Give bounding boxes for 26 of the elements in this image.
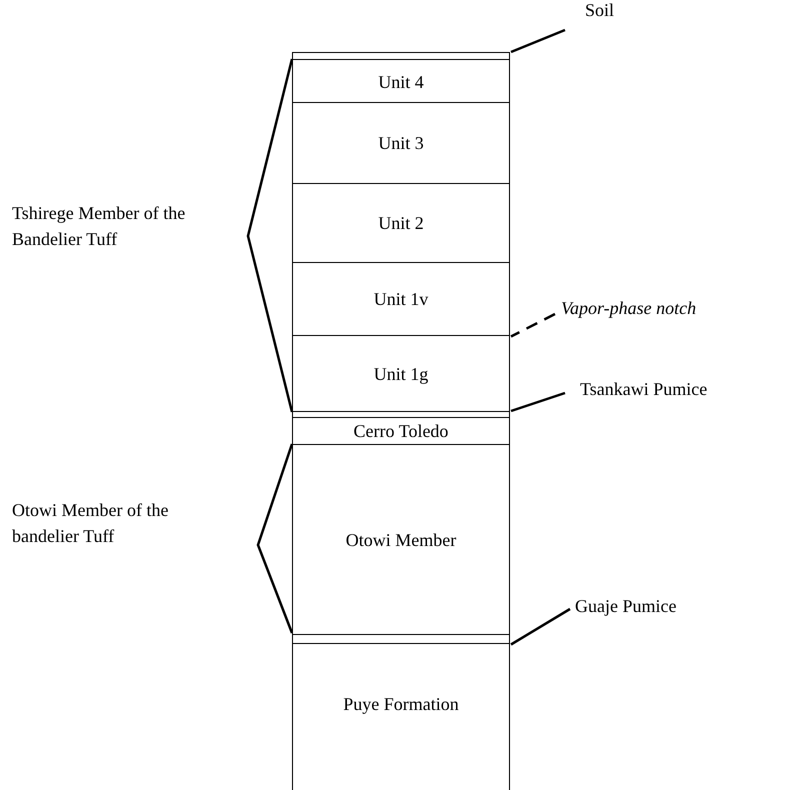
rock-layer [292,262,510,336]
layer-name: Unit 2 [378,213,424,234]
layer-callout-text: Vapor-phase notch [561,298,696,320]
leader-line [510,312,556,338]
layer-name: Unit 3 [378,133,424,154]
rock-layer [292,444,510,636]
rock-layer [292,417,510,446]
layer-callout-text: Guaje Pumice [575,596,676,618]
rock-layer [292,183,510,264]
leader-line [510,392,566,412]
layer-name: Unit 1v [374,289,428,310]
rock-layer [292,335,510,412]
layer-name: Cerro Toledo [354,421,448,442]
rock-layer [292,643,510,790]
layer-name: Puye Formation [343,694,459,715]
member-label: Otowi Member of the bandelier Tuff [12,499,170,548]
layer-name: Unit 1g [374,364,428,385]
rock-layer [292,59,510,104]
layer-callout-text: Tsankawi Pumice [580,379,708,401]
member-label: Tshirege Member of the Bandelier Tuff [12,202,186,252]
rock-layer [292,102,510,184]
leader-line [510,608,571,646]
layer-callout-text: Soil [585,0,614,22]
layer-name: Unit 4 [378,72,424,94]
layer-name: Otowi Member [346,530,456,551]
leader-line [510,28,566,54]
